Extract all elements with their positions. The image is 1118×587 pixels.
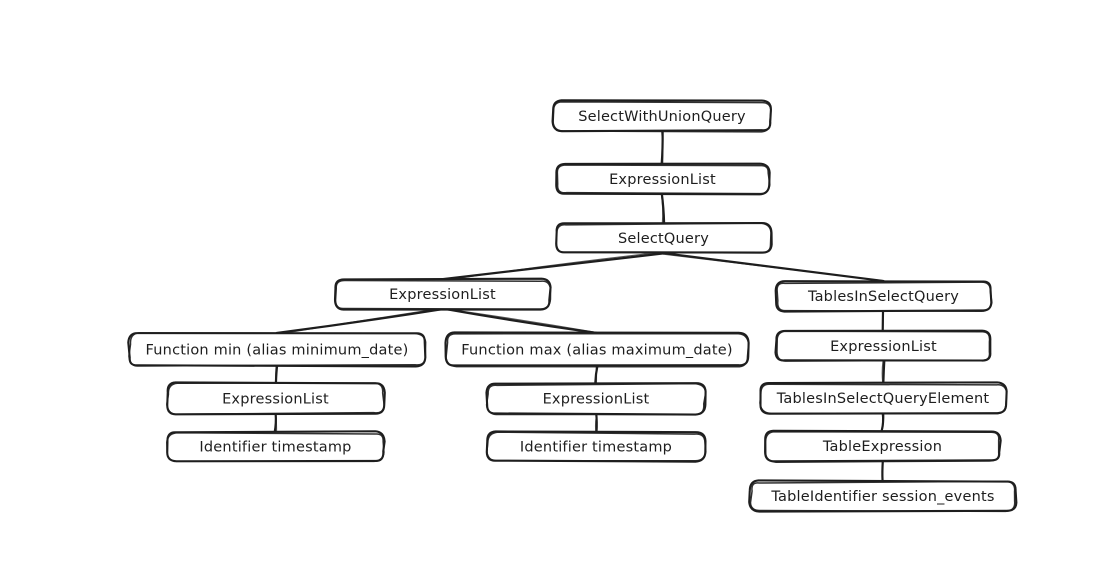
node-label-tables-in-select-query: TablesInSelectQuery: [807, 289, 959, 305]
node-box-sketch-expression-list-root: [556, 164, 771, 195]
node-box-sketch-identifier-timestamp-min: [166, 431, 385, 463]
node-label-table-expression: TableExpression: [822, 439, 942, 455]
edge-expression-list-to-select-query: [660, 192, 666, 225]
node-box-identifier-timestamp-max: [485, 430, 707, 463]
node-box-sketch-function-min: [128, 332, 427, 367]
node-tables-in-select-query[interactable]: TablesInSelectQuery: [774, 280, 993, 313]
edge-expression-list-min-to-identifier: [273, 412, 278, 434]
node-box-sketch-expression-list-select: [334, 279, 552, 310]
node-label-expression-list-min: ExpressionList: [222, 392, 329, 408]
node-layer: SelectWithUnionQueryExpressionListSelect…: [127, 99, 1018, 513]
node-label-identifier-timestamp-min: Identifier timestamp: [199, 440, 351, 456]
node-box-expression-list-min: [166, 381, 386, 416]
edge-expression-list-to-function-min: [275, 307, 444, 335]
edge-expression-list-max-to-identifier: [594, 412, 598, 434]
node-box-sketch-table-identifier-session-events: [749, 480, 1016, 513]
node-expression-list-root[interactable]: ExpressionList: [555, 162, 771, 196]
node-box-function-max: [444, 331, 750, 367]
edge-function-max-to-expression-list: [594, 364, 599, 384]
edge-root-to-expression-list: [660, 130, 664, 166]
node-identifier-timestamp-max[interactable]: Identifier timestamp: [485, 430, 707, 463]
node-expression-list-select[interactable]: ExpressionList: [333, 277, 552, 311]
node-box-sketch-table-expression: [764, 430, 1000, 463]
node-function-min[interactable]: Function min (alias minimum_date): [127, 332, 427, 368]
node-identifier-timestamp-min[interactable]: Identifier timestamp: [166, 430, 386, 463]
node-box-sketch-expression-list-tables: [776, 330, 991, 362]
node-tables-in-select-query-element[interactable]: TablesInSelectQueryElement: [759, 381, 1008, 415]
node-box-sketch-tables-in-select-query: [776, 281, 993, 313]
edge-select-query-to-expression-list: [440, 251, 665, 281]
node-expression-list-min[interactable]: ExpressionList: [166, 381, 386, 416]
node-box-sketch-expression-list-min: [166, 382, 385, 415]
node-box-sketch-select-with-union-query: [552, 101, 772, 133]
node-box-sketch-identifier-timestamp-max: [486, 431, 707, 462]
node-label-expression-list-max: ExpressionList: [543, 392, 650, 408]
node-label-tables-in-select-query-element: TablesInSelectQueryElement: [776, 391, 990, 407]
node-box-sketch-select-query: [555, 222, 772, 254]
edge-expression-list-to-tables-element: [881, 359, 886, 385]
node-label-function-max: Function max (alias maximum_date): [461, 343, 732, 359]
node-box-sketch-tables-in-select-query-element: [759, 383, 1008, 415]
node-table-identifier-session-events[interactable]: TableIdentifier session_events: [748, 479, 1018, 513]
node-expression-list-tables[interactable]: ExpressionList: [774, 329, 992, 362]
node-label-expression-list-select: ExpressionList: [389, 287, 496, 303]
node-label-select-query: SelectQuery: [618, 231, 709, 247]
node-table-expression[interactable]: TableExpression: [764, 429, 1002, 463]
node-label-function-min: Function min (alias minimum_date): [146, 343, 409, 359]
node-box-sketch-function-max: [445, 332, 750, 368]
node-box-sketch-expression-list-max: [485, 382, 707, 416]
node-expression-list-max[interactable]: ExpressionList: [485, 382, 707, 416]
edge-expression-list-to-function-max: [440, 307, 599, 334]
edge-layer: [273, 130, 886, 483]
edge-tables-element-to-table-expression: [880, 411, 885, 432]
edge-select-query-to-tables: [662, 252, 885, 283]
node-label-expression-list-root: ExpressionList: [609, 172, 716, 188]
node-label-table-identifier-session-events: TableIdentifier session_events: [770, 489, 994, 505]
node-select-query[interactable]: SelectQuery: [555, 222, 773, 254]
node-select-with-union-query[interactable]: SelectWithUnionQuery: [551, 99, 772, 133]
node-label-identifier-timestamp-max: Identifier timestamp: [520, 440, 672, 456]
node-function-max[interactable]: Function max (alias maximum_date): [444, 331, 750, 368]
node-box-tables-in-select-query: [774, 280, 993, 313]
node-label-expression-list-tables: ExpressionList: [830, 339, 937, 355]
node-label-select-with-union-query: SelectWithUnionQuery: [578, 109, 746, 125]
edge-function-min-to-expression-list: [274, 364, 279, 385]
